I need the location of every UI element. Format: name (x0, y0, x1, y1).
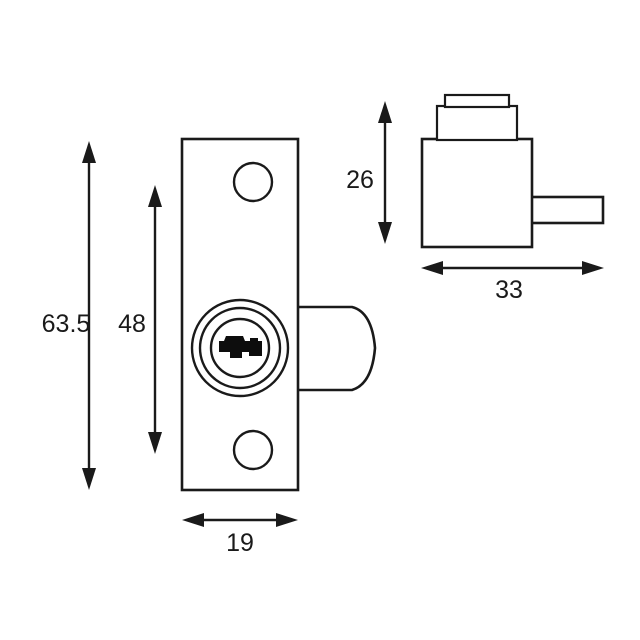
dimension-cylinder-span-label: 48 (118, 310, 146, 338)
keyhole-key-profile (219, 336, 262, 358)
dimension-overall-height: 63.5 (42, 141, 96, 490)
dimension-side-depth-arrow-right (582, 261, 604, 275)
dimension-cylinder-span-arrow-bottom (148, 432, 162, 454)
dimension-side-depth: 33 (421, 261, 604, 304)
dimension-side-height-label: 26 (346, 166, 374, 194)
dimension-width-arrow-right (276, 513, 298, 527)
cylinder-outer-ring (190, 298, 290, 398)
cylinder-middle-ring (198, 306, 282, 390)
dimension-side-height-arrow-bottom (378, 222, 392, 244)
front-view-bolt (290, 305, 377, 392)
side-view-cylinder-collar (435, 104, 519, 142)
side-view-bolt-tab (528, 195, 605, 225)
top-screw-hole (232, 161, 274, 203)
front-view-group (180, 137, 377, 492)
dimension-width: 19 (182, 513, 298, 557)
bottom-screw-hole (232, 429, 274, 471)
cylinder-inner-ring (209, 317, 271, 379)
dimension-overall-height-arrow-top (82, 141, 96, 163)
dimension-width-label: 19 (226, 529, 254, 557)
dimension-side-depth-arrow-left (421, 261, 443, 275)
side-view-group (420, 93, 605, 249)
dimension-side-height-arrow-top (378, 101, 392, 123)
dimension-overall-height-label: 63.5 (42, 310, 91, 338)
dimension-cylinder-span: 48 (118, 185, 162, 454)
dimension-width-arrow-left (182, 513, 204, 527)
front-view-faceplate (180, 137, 300, 492)
side-view-body (420, 137, 534, 249)
dimension-side-depth-label: 33 (495, 276, 523, 304)
dimension-cylinder-span-arrow-top (148, 185, 162, 207)
dimension-overall-height-arrow-bottom (82, 468, 96, 490)
side-view-top-cap (443, 93, 511, 109)
dimension-side-height: 26 (346, 101, 392, 244)
